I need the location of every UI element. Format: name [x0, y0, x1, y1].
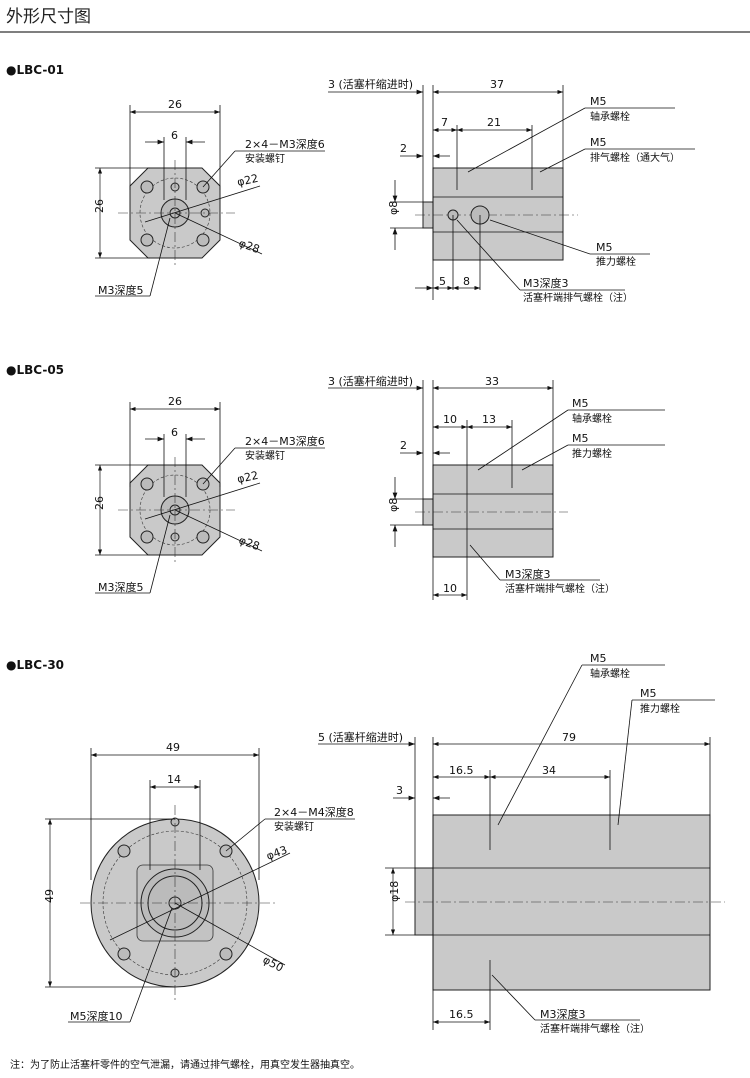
side-view: 3 (活塞杆缩进时) 33 10 13 2 φ8 10 M5 轴承螺栓 M5 推… — [328, 374, 665, 600]
callout-label: 轴承螺栓 — [590, 110, 630, 123]
dim-rod-ext: 3 — [396, 784, 403, 797]
callout-label: 轴承螺栓 — [572, 412, 612, 425]
dim-rod-dia: φ8 — [387, 498, 400, 512]
dim-length: 33 — [485, 375, 499, 388]
model-lbc-30: ●LBC-30 49 14 49 2×4－M4深度8 安装螺钉 φ — [6, 652, 725, 1035]
dim-port1: 16.5 — [449, 764, 474, 777]
callout-label: 推力螺栓 — [596, 255, 636, 268]
stroke-note: 5 (活塞杆缩进时) — [318, 730, 403, 744]
callout-label: 推力螺栓 — [640, 702, 680, 715]
front-view: 49 14 49 2×4－M4深度8 安装螺钉 φ43 φ50 M5深度10 — [43, 741, 355, 1023]
mount-screw-spec: 2×4－M3深度6 — [245, 434, 325, 448]
dim-width: 49 — [166, 741, 180, 754]
dim-pitch: 14 — [167, 773, 181, 786]
mount-screw-label: 安装螺钉 — [245, 449, 285, 462]
dim-bottom1: 10 — [443, 582, 457, 595]
front-view: 26 6 26 2×4－M3深度6 安装螺钉 φ22 φ28 M3深度5 — [93, 395, 325, 594]
callout-label: 活塞杆端排气螺栓（注） — [505, 582, 615, 595]
dim-outer-diameter: φ28 — [237, 237, 261, 256]
dim-rod-dia: φ18 — [388, 881, 401, 902]
model-lbc-05: ●LBC-05 26 6 26 2×4－M3深度6 安装螺钉 φ22 φ28 — [6, 363, 665, 600]
front-view: 26 6 26 2×4－M3深度6 安装螺钉 φ22 φ28 M3深度5 — [93, 98, 325, 297]
dim-width: 26 — [168, 98, 182, 111]
rod-thread-spec: M5深度10 — [70, 1009, 123, 1023]
dim-bottom2: 8 — [463, 275, 470, 288]
dim-outer-diameter: φ28 — [237, 534, 261, 553]
callout-label: 活塞杆端排气螺栓（注） — [540, 1022, 650, 1035]
dim-height: 49 — [43, 889, 56, 903]
dim-port1: 7 — [441, 116, 448, 129]
dim-rod-dia: φ8 — [387, 201, 400, 215]
callout-size: M5 — [596, 241, 613, 254]
mount-screw-spec: 2×4－M4深度8 — [274, 805, 354, 819]
dim-port1: 10 — [443, 413, 457, 426]
dim-port2: 34 — [542, 764, 556, 777]
callout-label: 活塞杆端排气螺栓（注） — [523, 291, 633, 304]
dim-length: 79 — [562, 731, 576, 744]
dim-height: 26 — [93, 496, 106, 510]
callout-size: M5 — [640, 687, 657, 700]
dim-rod-ext: 2 — [400, 439, 407, 452]
dim-inner-diameter: φ43 — [265, 843, 289, 862]
callout-size: M5 — [572, 397, 589, 410]
dim-pitch: 6 — [171, 129, 178, 142]
dim-rod-ext: 2 — [400, 142, 407, 155]
callout-label: 轴承螺栓 — [590, 667, 630, 680]
callout-label: 排气螺栓（通大气） — [590, 151, 680, 164]
dim-pitch: 6 — [171, 426, 178, 439]
dim-bottom1: 5 — [439, 275, 446, 288]
callout-size: M3深度3 — [540, 1007, 586, 1021]
mount-screw-spec: 2×4－M3深度6 — [245, 137, 325, 151]
model-lbc-01: ●LBC-01 26 6 26 2×4－M3深度6 安装螺钉 φ22 φ28 — [6, 63, 695, 304]
page-title: 外形尺寸图 — [6, 7, 91, 27]
dim-length: 37 — [490, 78, 504, 91]
stroke-note: 3 (活塞杆缩进时) — [328, 77, 413, 91]
callout-size: M5 — [590, 95, 607, 108]
mount-screw-label: 安装螺钉 — [245, 152, 285, 165]
dim-width: 26 — [168, 395, 182, 408]
mount-screw-label: 安装螺钉 — [274, 820, 314, 833]
dim-port2: 13 — [482, 413, 496, 426]
model-name: ●LBC-30 — [6, 658, 64, 672]
dim-outer-diameter: φ50 — [261, 953, 286, 974]
dim-port2: 21 — [487, 116, 501, 129]
dim-height: 26 — [93, 199, 106, 213]
side-view: 5 (活塞杆缩进时) 79 16.5 34 3 φ18 16.5 M5 轴承螺栓… — [318, 652, 725, 1035]
stroke-note: 3 (活塞杆缩进时) — [328, 374, 413, 388]
side-view: 3 (活塞杆缩进时) 37 7 21 2 φ8 5 8 M5 轴承螺栓 M5 排… — [328, 77, 695, 304]
callout-size: M3深度3 — [505, 567, 551, 581]
model-name: ●LBC-01 — [6, 63, 64, 77]
dim-inner-diameter: φ22 — [236, 469, 260, 486]
callout-label: 推力螺栓 — [572, 447, 612, 460]
footnote: 注：为了防止活塞杆零件的空气泄漏，请通过排气螺栓，用真空发生器抽真空。 — [10, 1058, 360, 1071]
model-name: ●LBC-05 — [6, 363, 64, 377]
dim-bottom1: 16.5 — [449, 1008, 474, 1021]
callout-size: M3深度3 — [523, 276, 569, 290]
callout-size: M5 — [572, 432, 589, 445]
rod-thread-spec: M3深度5 — [98, 580, 144, 594]
callout-size: M5 — [590, 652, 607, 665]
callout-size: M5 — [590, 136, 607, 149]
rod-thread-spec: M3深度5 — [98, 283, 144, 297]
dim-inner-diameter: φ22 — [236, 172, 260, 189]
